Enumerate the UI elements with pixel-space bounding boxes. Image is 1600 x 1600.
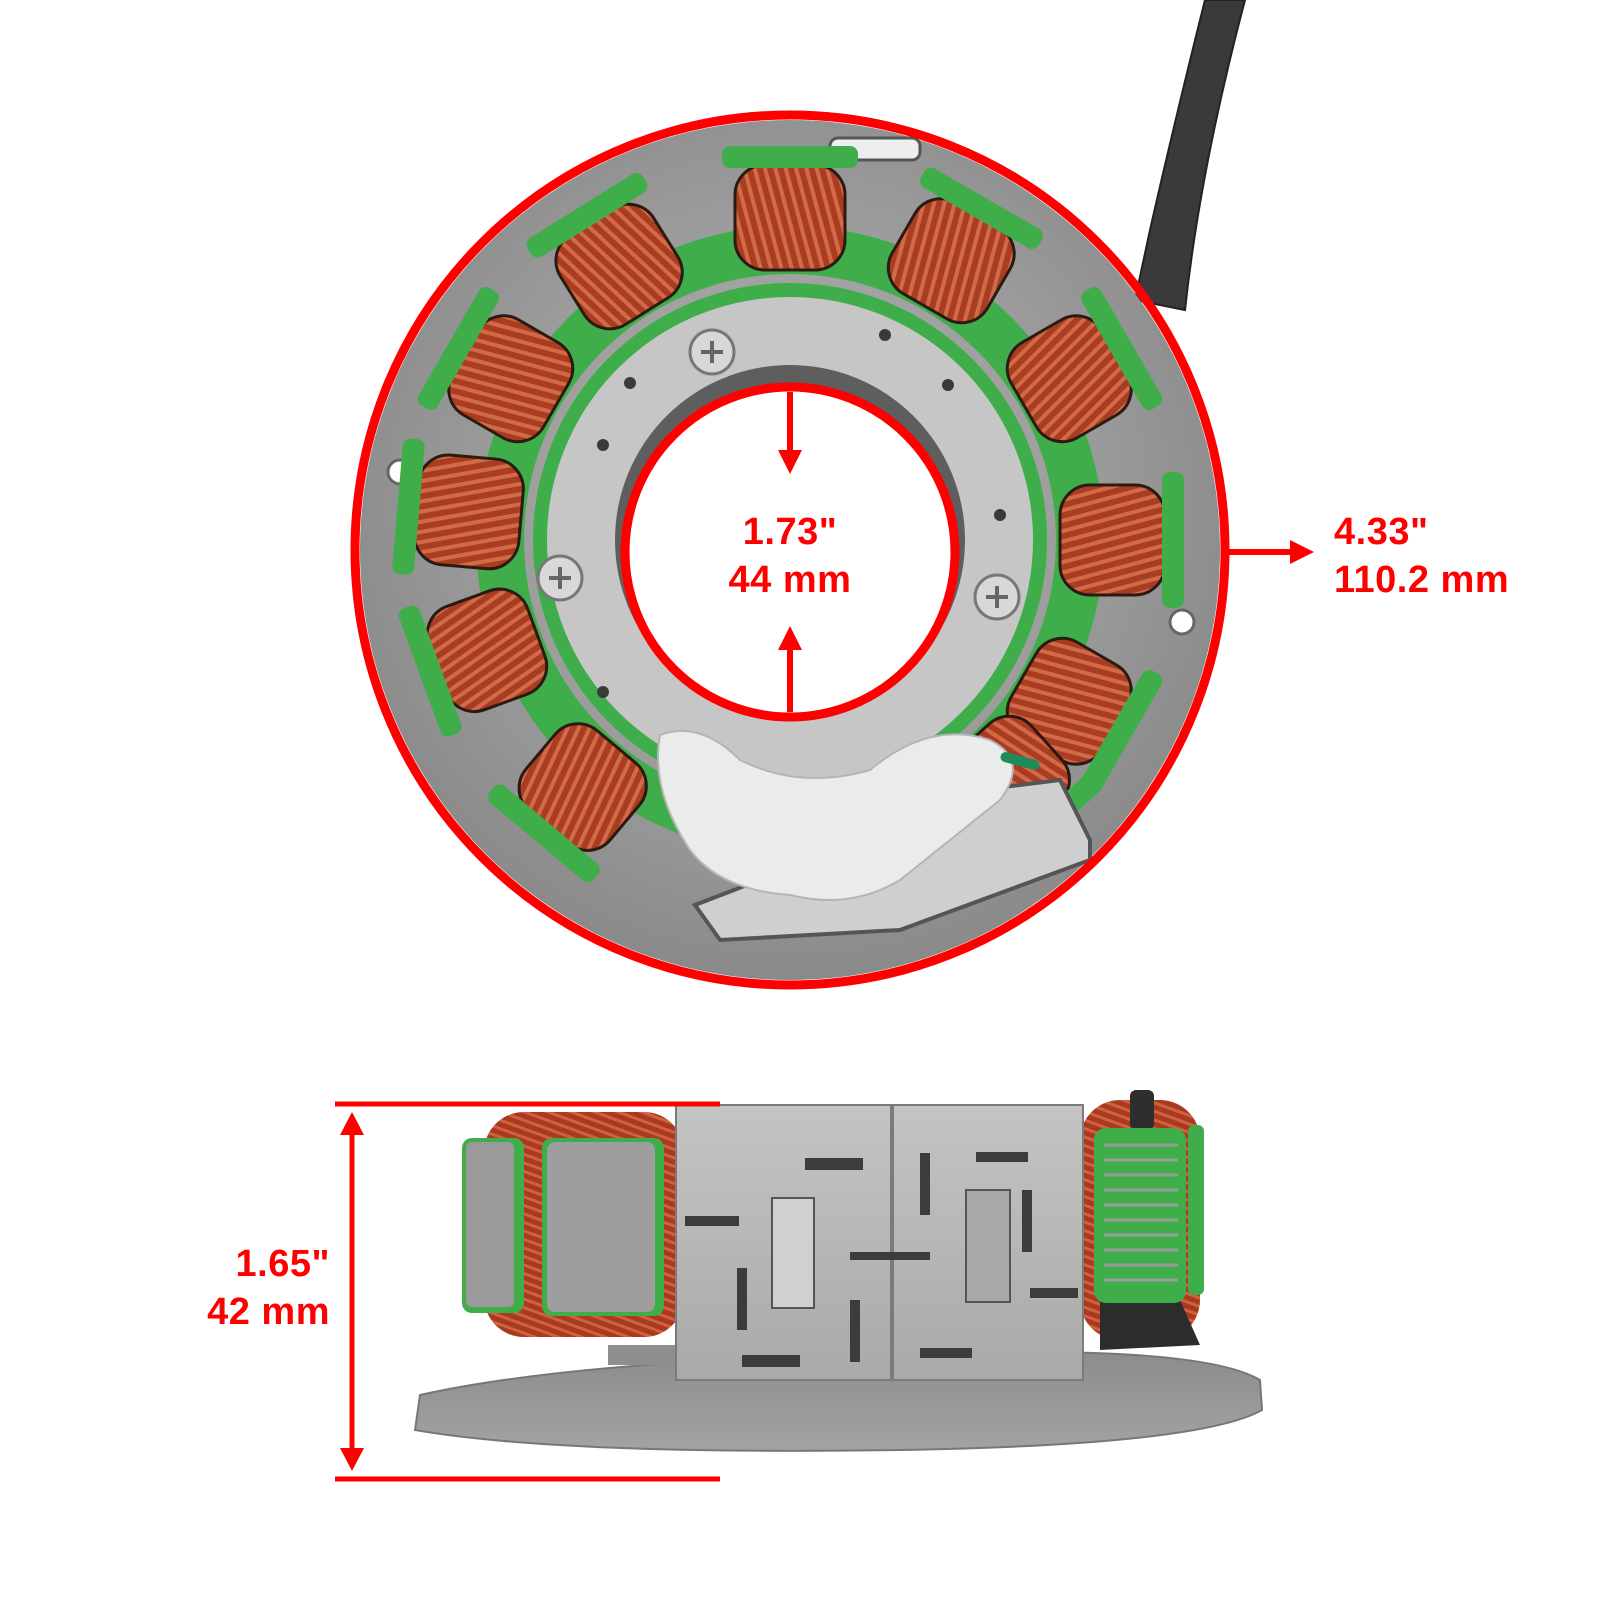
outer-diameter-circle — [350, 110, 1230, 990]
pole-shoe-right — [1094, 1125, 1204, 1303]
green-wire-tip — [1000, 752, 1040, 770]
center-bracket — [675, 1104, 1084, 1381]
cable-tie — [1100, 1300, 1200, 1350]
inner-diameter-label: 1.73" 44 mm — [690, 508, 890, 604]
white-sealant — [657, 729, 1014, 901]
inner-diameter-inches: 1.73" — [742, 511, 838, 553]
height-inches: 1.65" — [235, 1243, 330, 1285]
top-view — [350, 0, 1314, 990]
height-mm: 42 mm — [207, 1291, 330, 1333]
inner-diameter-circle — [620, 382, 960, 722]
height-label: 1.65" 42 mm — [120, 1240, 330, 1336]
outer-diameter-arrow — [1226, 540, 1314, 564]
outer-diameter-mm: 110.2 mm — [1334, 559, 1510, 601]
wire-lead — [1133, 0, 1247, 312]
cable-clip — [1130, 1090, 1154, 1130]
screws — [536, 328, 1021, 621]
outer-diameter-inches: 4.33" — [1334, 511, 1429, 553]
height-dimension — [335, 1101, 720, 1482]
outer-diameter-label: 4.33" 110.2 mm — [1334, 508, 1594, 604]
inner-diameter-arrows — [778, 392, 802, 712]
rivet-dots — [597, 329, 1006, 698]
terminal-left — [771, 1197, 815, 1309]
pole-shoe-left-2 — [542, 1138, 664, 1316]
terminal-right — [965, 1189, 1011, 1303]
inner-diameter-mm: 44 mm — [728, 559, 852, 601]
mounting-hole-right — [1168, 608, 1196, 636]
pole-shoe-left-1 — [462, 1138, 524, 1313]
side-view — [335, 1090, 1264, 1482]
